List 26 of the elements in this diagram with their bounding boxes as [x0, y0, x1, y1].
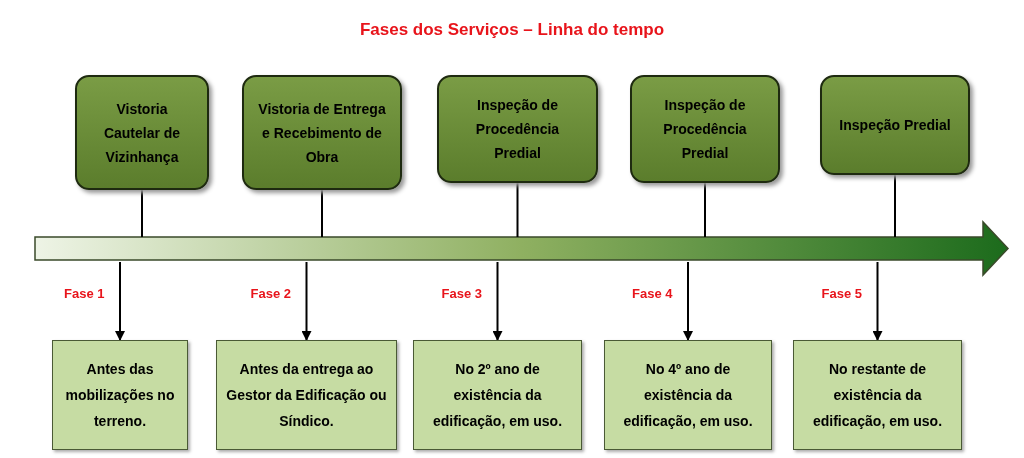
service-box: Inspeção Predial	[820, 75, 970, 175]
period-box: Antes da entrega ao Gestor da Edificação ou Síndico.	[216, 340, 397, 450]
phase-label: Fase 5	[821, 286, 862, 301]
period-box: No 2º ano de existência da edificação, em uso.	[413, 340, 582, 450]
arrow	[683, 261, 693, 341]
phase-label: Fase 4	[632, 286, 673, 301]
arrow	[301, 261, 312, 341]
period-box: No restante de existência da edificação, em uso.	[793, 340, 962, 450]
diagram-title: Fases dos Serviços – Linha do tempo	[358, 20, 666, 40]
connector-line	[321, 189, 323, 238]
connector-line	[141, 189, 143, 238]
period-box: Antes das mobilizações no terreno.	[52, 340, 188, 450]
service-box: Inspeção de Procedência Predial	[630, 75, 780, 183]
service-box: Inspeção de Procedência Predial	[437, 75, 598, 183]
connector-line	[704, 182, 706, 238]
period-box: No 4º ano de existência da edificação, em uso.	[604, 340, 772, 450]
phase-label: Fase 1	[64, 286, 105, 301]
phase-label: Fase 3	[441, 286, 482, 301]
service-box: Vistoria de Entrega e Recebimento de Obra	[242, 75, 402, 190]
arrow	[492, 261, 503, 341]
service-box: Vistoria Cautelar de Vizinhança	[75, 75, 209, 190]
arrow	[115, 261, 125, 341]
connector-line	[894, 174, 896, 238]
arrow	[872, 261, 883, 341]
phase-label: Fase 2	[250, 286, 291, 301]
connector-line	[516, 182, 519, 238]
